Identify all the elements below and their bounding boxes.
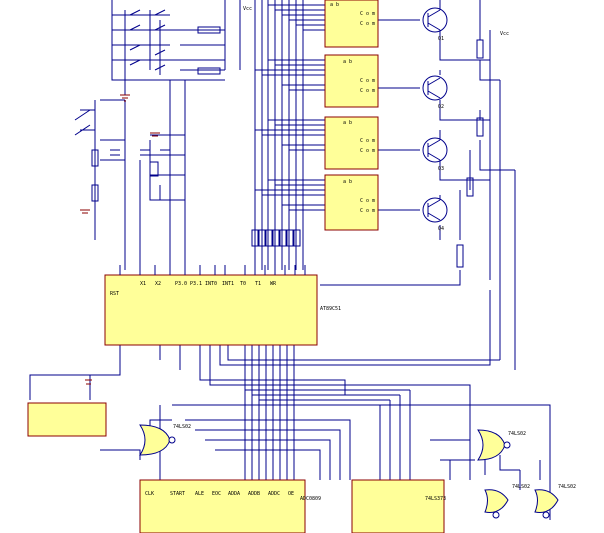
digit-1-com2: C o m <box>360 21 375 27</box>
adc-part-label: ADC0809 <box>300 496 321 502</box>
digit-2-com1: C o m <box>360 78 375 84</box>
digit-3-seg-label: a b <box>343 120 352 126</box>
vcc-label-right: Vcc <box>500 31 509 37</box>
digit-3-com1: C o m <box>360 138 375 144</box>
display-digit-4: a b C o m C o m <box>324 174 379 231</box>
display-digit-1: a b C o m C o m <box>324 0 379 48</box>
adc-pin-eoc: EOC <box>212 491 221 497</box>
nor-gate-3: 74LS02 <box>484 484 530 519</box>
q4-label: Q4 <box>438 226 444 232</box>
mcu-part-label: AT89C51 <box>320 306 341 312</box>
q1-label: Q1 <box>438 36 444 42</box>
digit-1-com1: C o m <box>360 11 375 17</box>
clock-divider-chip <box>27 402 107 437</box>
digit-1-seg-label: a b <box>330 2 339 8</box>
mcu-pin-int1: INT1 <box>222 281 234 287</box>
digit-2-com2: C o m <box>360 88 375 94</box>
adc-pin-clk: CLK <box>145 491 154 497</box>
mcu-pin-rst: RST <box>110 291 119 297</box>
gate-1-label: 74LS02 <box>173 424 191 430</box>
switch-bank <box>129 9 221 75</box>
adc-pin-addb: ADDB <box>248 491 260 497</box>
base-resistors <box>456 39 484 268</box>
adc-pin-ale: ALE <box>195 491 204 497</box>
adc-pin-oe: OE <box>288 491 294 497</box>
mcu-pin-x2: X2 <box>155 281 161 287</box>
gate-3-label: 74LS02 <box>512 484 530 490</box>
gate-2-label: 74LS02 <box>508 431 526 437</box>
nor-gate-1: 74LS02 <box>139 424 191 456</box>
adc-pin-addc: ADDC <box>268 491 280 497</box>
wires <box>29 0 551 520</box>
adc-pin-adda: ADDA <box>228 491 240 497</box>
ground-symbols <box>80 94 160 385</box>
adc-pin-start: START <box>170 491 185 497</box>
latch-chip: 74LS373 <box>351 479 446 533</box>
mcu-pin-p31: P3.1 <box>190 281 202 287</box>
display-digit-3: a b C o m C o m <box>324 116 379 170</box>
transistor-q1: Q1 <box>422 7 448 42</box>
adc-chip: ADC0809 CLK START ALE EOC ADDA ADDB ADDC… <box>139 479 321 533</box>
transistor-q2: Q2 <box>422 75 448 110</box>
display-digit-2: a b C o m C o m <box>324 54 379 108</box>
mcu-pin-wr: WR <box>270 281 277 287</box>
mcu-pin-x1: X1 <box>140 281 146 287</box>
transistor-q4: Q4 <box>422 197 448 232</box>
digit-4-com2: C o m <box>360 208 375 214</box>
nor-gate-2: 74LS02 <box>477 429 526 461</box>
gate-4-label: 74LS02 <box>558 484 576 490</box>
mcu-pin-t1: T1 <box>255 281 261 287</box>
digit-2-seg-label: a b <box>343 59 352 65</box>
q2-label: Q2 <box>438 104 444 110</box>
mcu-pin-int0: INT0 <box>205 281 217 287</box>
nor-gate-4: 74LS02 <box>534 484 576 519</box>
digit-3-com2: C o m <box>360 148 375 154</box>
latch-part-label: 74LS373 <box>425 496 446 502</box>
vcc-label-top: Vcc <box>243 6 252 12</box>
reset-and-crystal-network <box>74 109 170 202</box>
resistor-array <box>251 229 301 247</box>
mcu-pin-t0: T0 <box>240 281 246 287</box>
mcu-pin-p30: P3.0 <box>175 281 187 287</box>
mcu-chip: AT89C51 RST X1 X2 P3.0 P3.1 INT0 INT1 T0… <box>104 265 341 346</box>
digit-4-com1: C o m <box>360 198 375 204</box>
digit-4-seg-label: a b <box>343 179 352 185</box>
transistor-q3: Q3 <box>422 137 448 172</box>
q3-label: Q3 <box>438 166 444 172</box>
